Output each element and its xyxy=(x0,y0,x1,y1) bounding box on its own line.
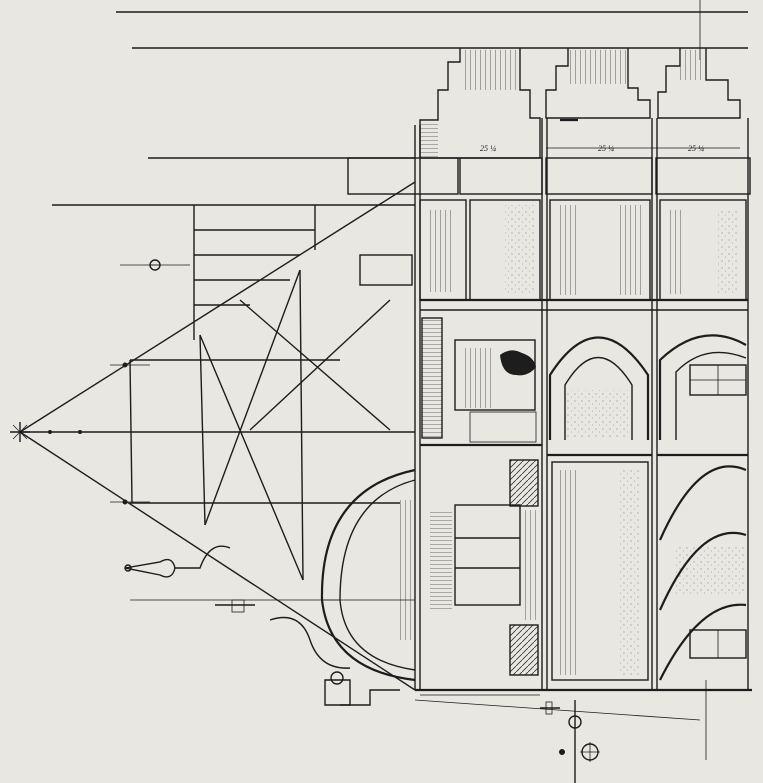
middle-storey xyxy=(420,317,748,457)
finial-mid xyxy=(110,362,150,505)
dimension-label-3: 25 ¼ xyxy=(688,144,704,153)
finial-top xyxy=(120,259,190,271)
dimension-label-1: 25 ¼ xyxy=(480,144,496,153)
dimension-label-2: 25 ¼ xyxy=(598,144,614,153)
dark-ornament xyxy=(500,350,536,376)
building-bays xyxy=(414,118,752,692)
finial-lower xyxy=(124,545,255,613)
pedestal xyxy=(269,616,400,706)
dome xyxy=(320,468,416,682)
stepped-cornice xyxy=(347,48,751,195)
dimension-labels: 25 ¼ 25 ¼ 25 ¼ xyxy=(480,144,704,153)
base-ornament xyxy=(414,694,701,783)
finial-star xyxy=(10,422,82,442)
lower-storey xyxy=(430,459,747,681)
right-arch xyxy=(658,334,747,440)
crane-truss xyxy=(19,181,416,691)
upper-storey xyxy=(419,199,748,311)
horizontal-datum-lines xyxy=(52,0,748,760)
finials xyxy=(10,259,400,706)
middle-arch xyxy=(548,336,650,440)
